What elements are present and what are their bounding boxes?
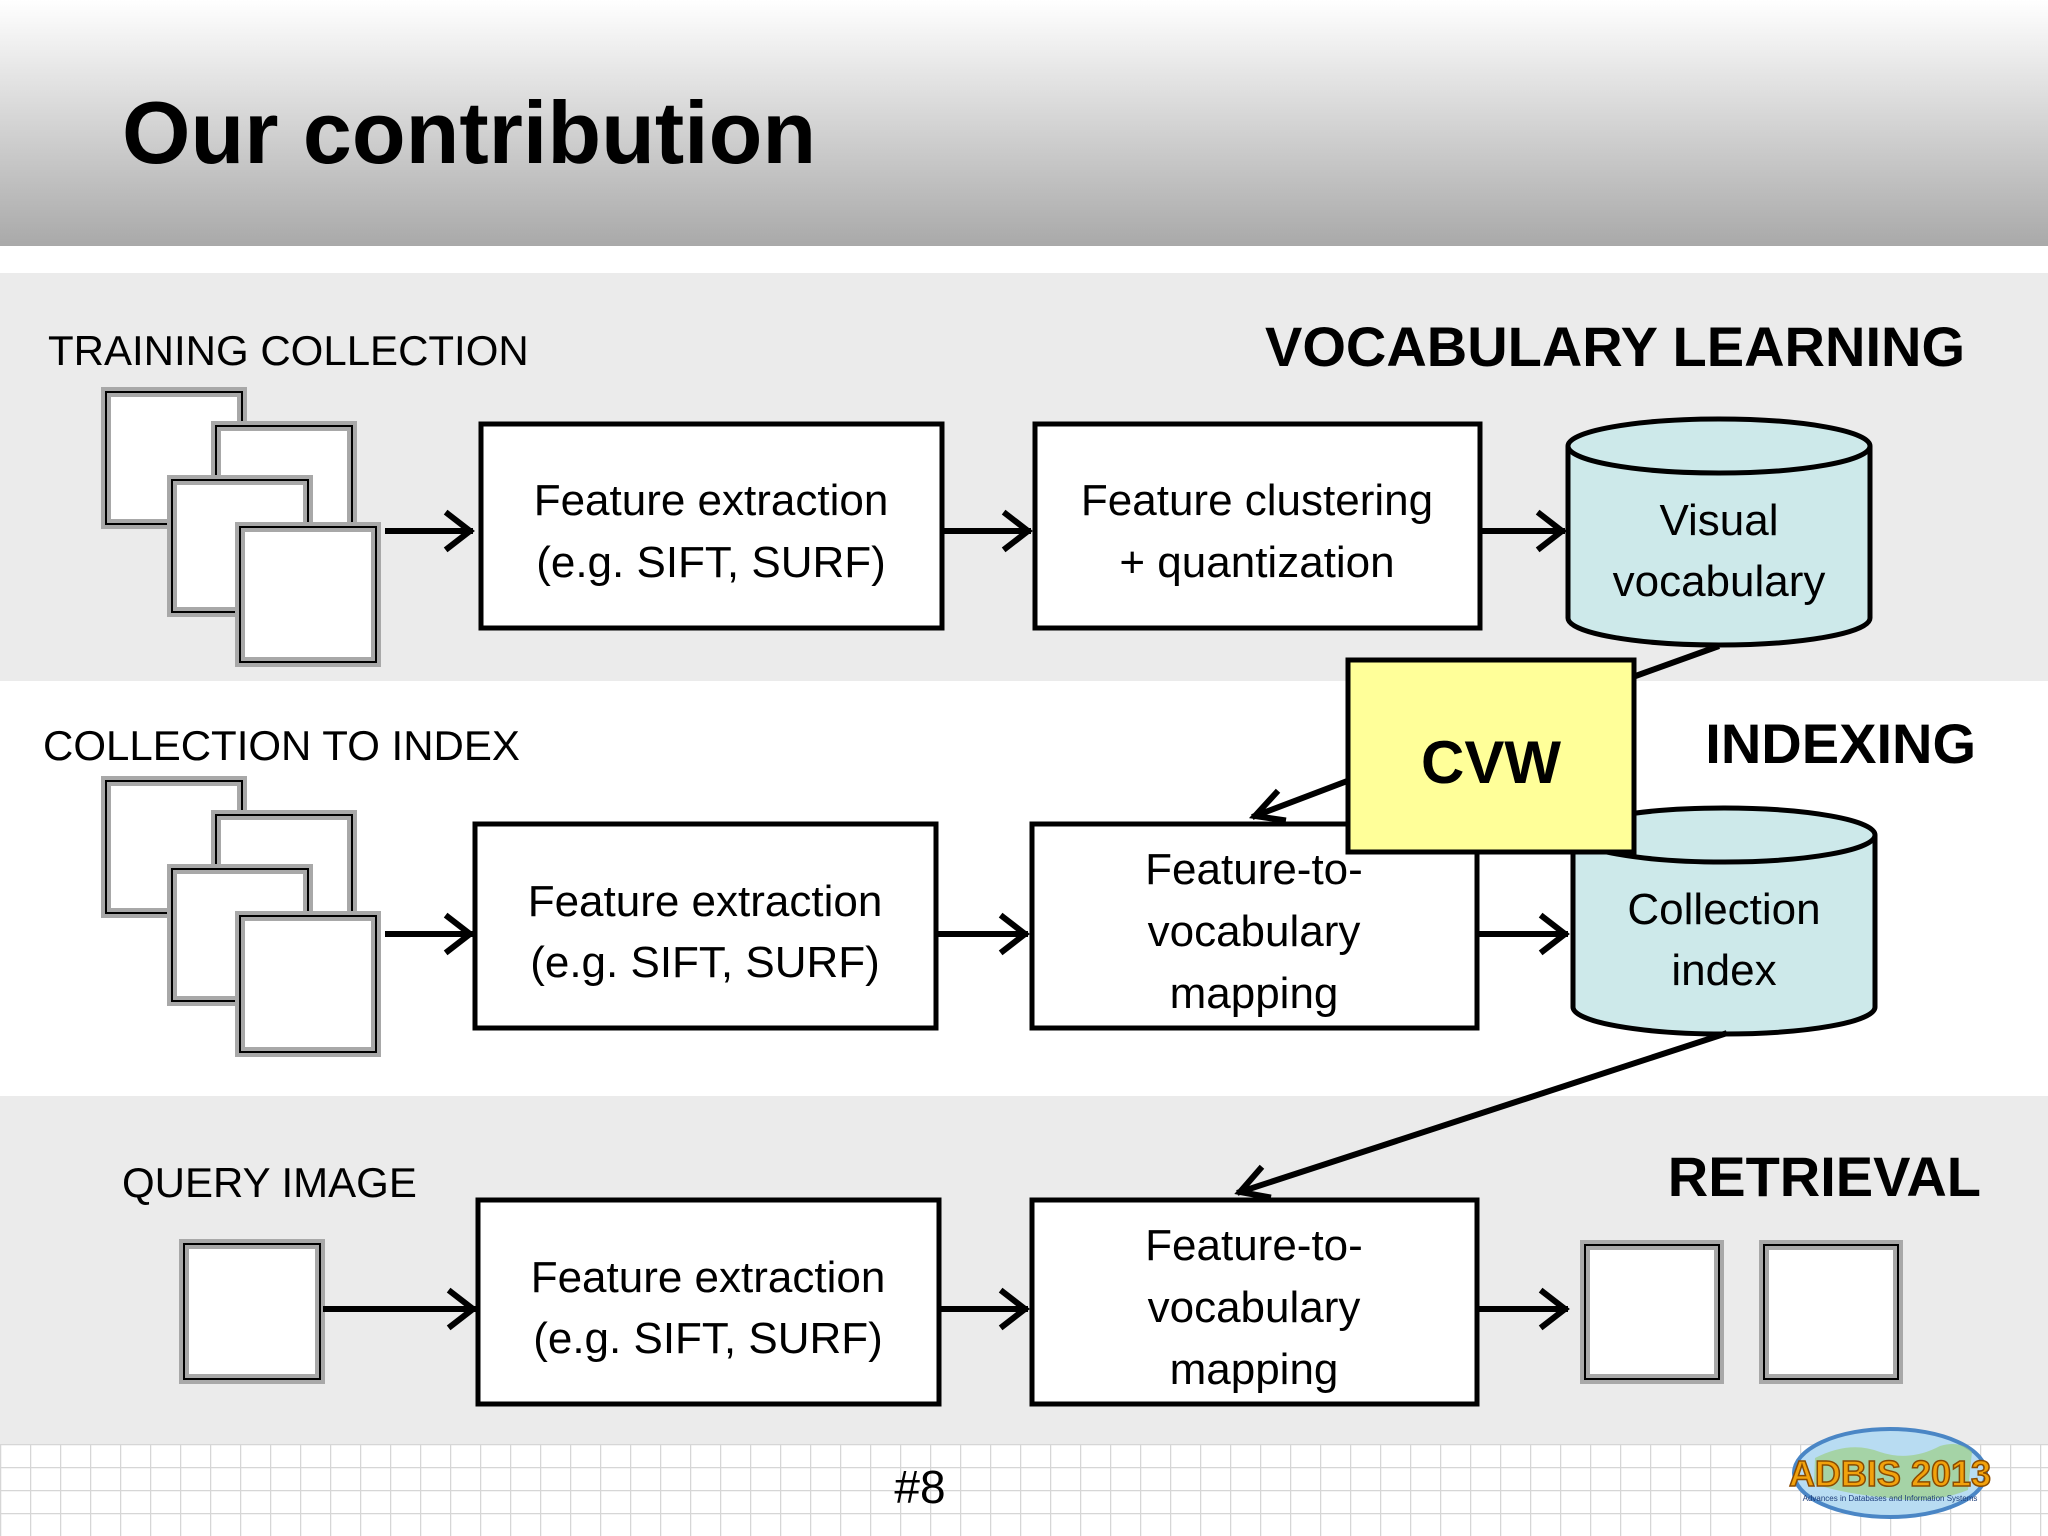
box-text-line: mapping	[1170, 1345, 1339, 1394]
index-to-retrieval-arrow	[1234, 1030, 1728, 1201]
box-text-line: Feature extraction	[534, 476, 889, 525]
arrow	[385, 509, 475, 553]
visual-vocabulary-cylinder: Visual vocabulary	[1565, 416, 1873, 648]
box-text-line: mapping	[1170, 969, 1339, 1018]
arrow	[323, 1287, 478, 1331]
training-collection-label: TRAINING COLLECTION	[48, 327, 529, 374]
arrow	[1480, 509, 1567, 553]
cvw-to-mapping-arrow	[1248, 776, 1354, 824]
page-number: #8	[894, 1461, 945, 1513]
logo-name: ADBIS 2013	[1789, 1453, 1991, 1494]
feature-extraction-box-2: Feature extraction (e.g. SIFT, SURF)	[472, 821, 939, 1031]
feature-extraction-box-3: Feature extraction (e.g. SIFT, SURF)	[475, 1197, 942, 1407]
image-icon	[179, 1239, 325, 1384]
logo-subtitle: Advances in Databases and Information Sy…	[1803, 1494, 1978, 1503]
query-image-label: QUERY IMAGE	[122, 1159, 417, 1206]
feature-to-vocabulary-box-2: Feature-to- vocabulary mapping	[1029, 1197, 1480, 1407]
box-text-line: (e.g. SIFT, SURF)	[536, 538, 886, 587]
vocabulary-to-cvw-line	[1628, 643, 1721, 681]
arrow	[939, 1287, 1030, 1331]
box-text-line: Feature-to-	[1145, 1221, 1363, 1270]
box-text-line: (e.g. SIFT, SURF)	[533, 1314, 883, 1363]
box-text-line: Feature extraction	[531, 1253, 886, 1302]
collection-to-index-label: COLLECTION TO INDEX	[43, 722, 520, 769]
feature-extraction-box-1: Feature extraction (e.g. SIFT, SURF)	[478, 421, 945, 631]
box-text-line: Feature extraction	[528, 877, 883, 926]
index-images-stack	[101, 776, 381, 1057]
training-images-stack	[101, 387, 381, 667]
adbis-logo: ADBIS 2013 Advances in Databases and Inf…	[1788, 1427, 1992, 1519]
cvw-box: CVW	[1345, 657, 1637, 855]
box-text-line: + quantization	[1119, 538, 1394, 587]
arrow	[936, 912, 1030, 956]
arrow	[1477, 912, 1570, 956]
slide-title: Our contribution	[122, 83, 816, 182]
arrow	[1477, 1287, 1570, 1331]
arrow	[385, 912, 475, 956]
image-icon	[235, 911, 381, 1057]
feature-to-vocabulary-box-1: Feature-to- vocabulary mapping	[1029, 821, 1480, 1031]
image-icon	[1759, 1240, 1903, 1384]
image-icon	[1580, 1240, 1724, 1384]
box-text-line: (e.g. SIFT, SURF)	[530, 938, 880, 987]
arrow	[942, 509, 1033, 553]
query-image	[179, 1239, 325, 1384]
image-icon	[235, 522, 381, 667]
cylinder-text-line: vocabulary	[1613, 557, 1826, 606]
vocabulary-learning-label: VOCABULARY LEARNING	[1265, 315, 1965, 378]
box-text-line: Feature-to-	[1145, 845, 1363, 894]
cylinder-text-line: Visual	[1659, 496, 1778, 545]
cvw-label: CVW	[1421, 729, 1561, 796]
title-band	[0, 0, 2048, 246]
cylinder-text-line: Collection	[1627, 885, 1820, 934]
feature-clustering-box: Feature clustering + quantization	[1032, 421, 1483, 631]
footer-grid	[0, 1444, 2048, 1536]
box-text-line: vocabulary	[1148, 907, 1361, 956]
collection-index-cylinder: Collection index	[1570, 805, 1878, 1037]
box-text-line: Feature clustering	[1081, 476, 1433, 525]
retrieval-label: RETRIEVAL	[1668, 1145, 1981, 1208]
box-text-line: vocabulary	[1148, 1283, 1361, 1332]
cylinder-text-line: index	[1671, 946, 1776, 995]
result-images	[1580, 1240, 1903, 1384]
indexing-label: INDEXING	[1705, 712, 1976, 775]
